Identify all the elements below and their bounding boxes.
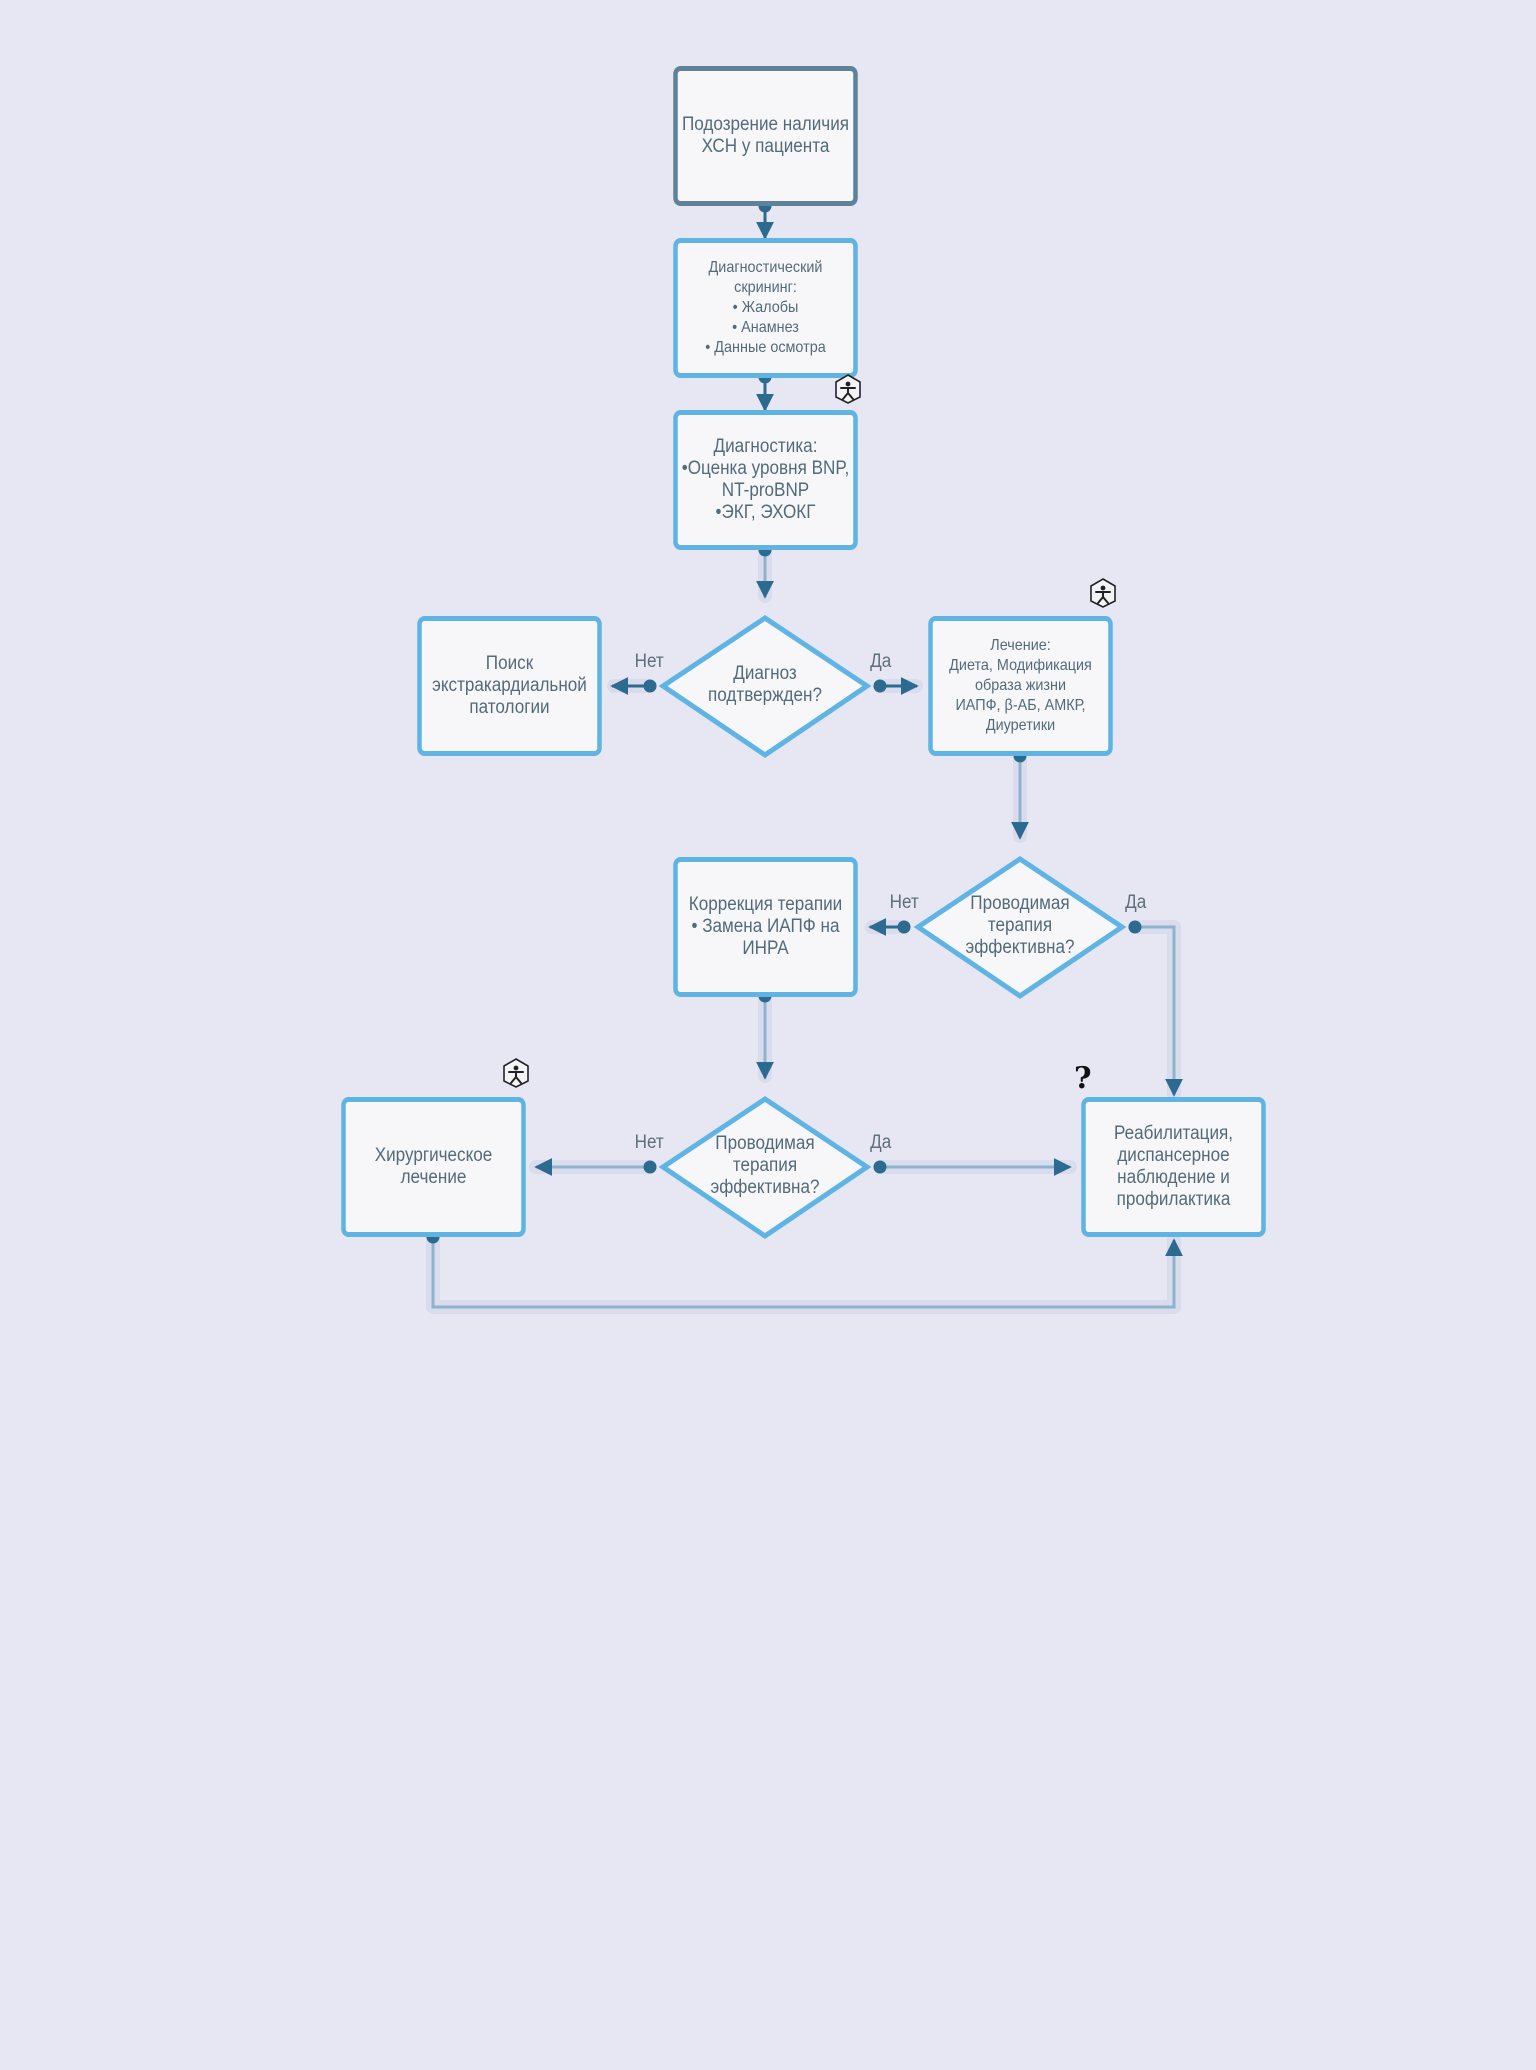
node-diagnostics-label: Диагностика: •Оценка уровня BNP, NT-proB…: [681, 436, 850, 523]
node-rehabilitation[interactable]: Реабилитация, диспансерное наблюдение и …: [1081, 1097, 1266, 1237]
diamond-diagnosis: [658, 614, 872, 759]
edge-label-diagnosis-yes: Да: [870, 651, 892, 672]
edge-label-effective1-yes: Да: [1125, 892, 1147, 913]
person-badge-icon: [503, 1058, 529, 1088]
edge-label-diagnosis-no: Нет: [634, 651, 664, 672]
node-screening[interactable]: Диагностический скрининг: • Жалобы • Ана…: [673, 238, 858, 378]
person-badge-icon: [835, 374, 861, 404]
diamond-effective-2-label: Проводимая терапия эффективна?: [689, 1133, 842, 1199]
diamond-effective-2: [658, 1095, 872, 1240]
person-badge-icon: [1090, 578, 1116, 608]
node-screening-label: Диагностический скрининг: • Жалобы • Ана…: [705, 259, 826, 356]
diamond-diagnosis-text: Диагноз подтвержден?: [707, 663, 822, 706]
edge-label-effective2-yes: Да: [870, 1132, 892, 1153]
decision-shapes: [658, 614, 1127, 1240]
edge-effective1-rehab: [1135, 925, 1183, 1097]
edge-label-effective2-no: Нет: [634, 1132, 664, 1153]
node-suspicion[interactable]: Подозрение наличия ХСН у пациента: [673, 66, 858, 206]
node-search-pathology-label: Поиск экстракардиальной патологии: [432, 653, 587, 718]
diamond-effective-1-text: Проводимая терапия эффективна?: [965, 893, 1075, 958]
diamond-effective-1-label: Проводимая терапия эффективна?: [944, 893, 1097, 959]
node-treatment[interactable]: Лечение: Диета, Модификация образа жизни…: [928, 616, 1113, 756]
diamond-effective-2-text: Проводимая терапия эффективна?: [710, 1133, 820, 1198]
diamond-diagnosis-label: Диагноз подтвержден?: [689, 663, 842, 707]
edge-label-effective1-no: Нет: [889, 892, 919, 913]
node-treatment-label: Лечение: Диета, Модификация образа жизни…: [949, 637, 1092, 734]
node-search-pathology[interactable]: Поиск экстракардиальной патологии: [417, 616, 602, 756]
edge-surgery-rehab: [431, 1237, 1183, 1309]
node-rehabilitation-label: Реабилитация, диспансерное наблюдение и …: [1113, 1123, 1234, 1210]
question-mark-icon: ?: [1074, 1061, 1092, 1096]
node-diagnostics[interactable]: Диагностика: •Оценка уровня BNP, NT-proB…: [673, 410, 858, 550]
node-therapy-correction[interactable]: Коррекция терапии • Замена ИАПФ на ИНРА: [673, 857, 858, 997]
node-surgery[interactable]: Хирургическое лечение: [341, 1097, 526, 1237]
diamond-effective-1: [913, 855, 1127, 1000]
node-surgery-label: Хирургическое лечение: [374, 1145, 493, 1188]
node-therapy-correction-label: Коррекция терапии • Замена ИАПФ на ИНРА: [688, 894, 843, 959]
node-suspicion-label: Подозрение наличия ХСН у пациента: [681, 114, 850, 157]
